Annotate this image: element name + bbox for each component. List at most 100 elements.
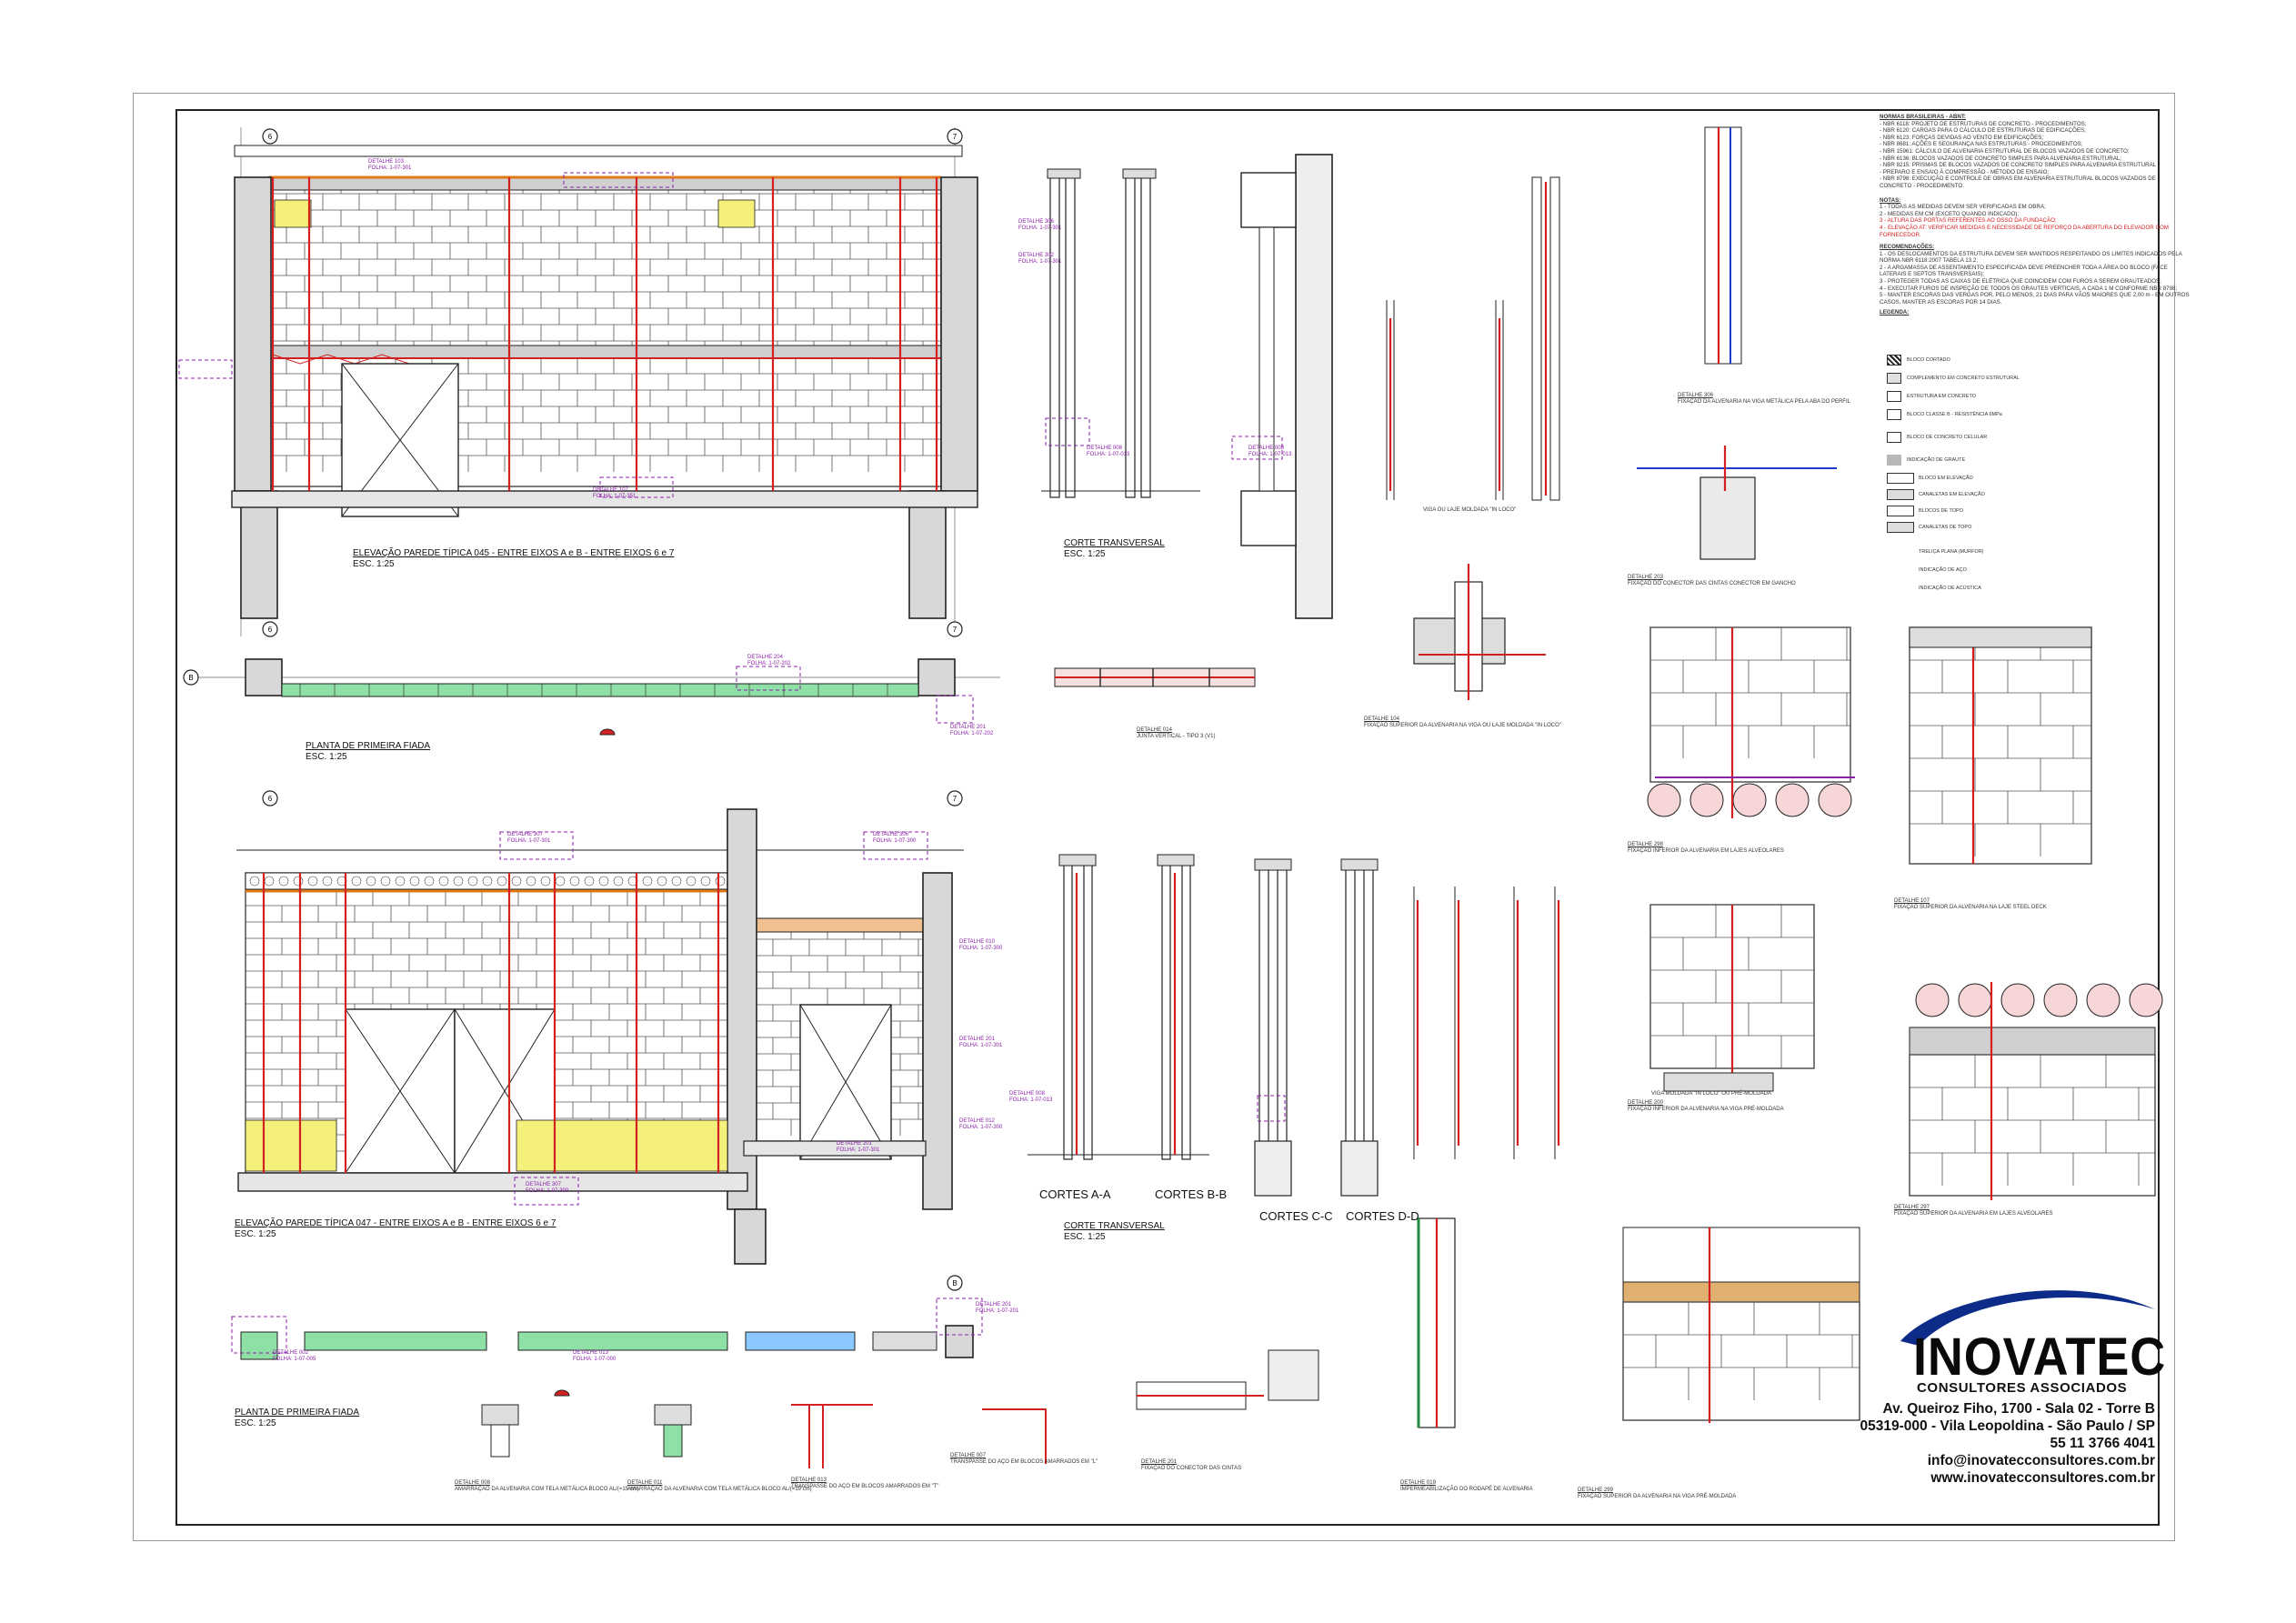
- legend-swatch: [1887, 409, 1901, 420]
- bond-beam-cell: [700, 876, 711, 887]
- corte-wall: [1345, 867, 1356, 1183]
- legend-swatch: [1887, 455, 1901, 466]
- det-008-block: [481, 1404, 519, 1426]
- bond-beam-cell: [380, 876, 391, 887]
- plan2-column: [945, 1325, 974, 1358]
- bond-beam-cell: [671, 876, 682, 887]
- corte-cap: [1340, 858, 1379, 871]
- bond-beam-cell: [264, 876, 275, 887]
- viga-label: VIGA OU LAJE MOLDADA "IN LOCO": [1423, 507, 1517, 513]
- norma-line: - NBR 8681: AÇÕES E SEGURANÇA NAS ESTRUT…: [1880, 141, 2083, 148]
- recom-line: 4 - EXECUTAR FUROS DE INSPEÇÃO DE TODOS …: [1880, 285, 2178, 292]
- recom-line: LATERAIS E SEPTOS TRANSVERSAIS);: [1880, 271, 1985, 278]
- axis-bubble: [947, 621, 963, 637]
- alveolar-core: [2129, 983, 2163, 1017]
- det-008-block: [490, 1424, 510, 1458]
- alveolar-core: [1732, 783, 1767, 817]
- legend-label: CANALETAS EM ELEVAÇÃO: [1919, 492, 1985, 497]
- company-website[interactable]: www.inovatecconsultores.com.br: [1930, 1470, 2155, 1486]
- corte-pier: [1340, 1140, 1379, 1197]
- norma-line: - NBR 6120: CARGAS PARA O CÁLCULO DE EST…: [1880, 127, 2086, 135]
- legend-swatch: [1887, 355, 1901, 366]
- norma-line: - NBR 8215: PRISMAS DE BLOCOS VAZADOS DE…: [1880, 162, 2157, 169]
- axis-label: 7: [953, 626, 958, 634]
- dim-box: [563, 172, 674, 188]
- legend-swatch: [1887, 473, 1914, 484]
- axis-bubble: [947, 1275, 963, 1291]
- bond-beam-cell: [453, 876, 464, 887]
- detail-107-deck: [1909, 626, 2092, 648]
- normas-title: NORMAS BRASILEIRAS - ABNT:: [1880, 114, 1966, 120]
- cortes-a-a-label: CORTES A-A: [1039, 1187, 1111, 1201]
- sill-047: [743, 1140, 927, 1157]
- bond-beam-cell: [613, 876, 624, 887]
- detail-298-wall-outline: [1649, 626, 1851, 783]
- bond-beam-cell: [511, 876, 522, 887]
- top-bond-beam: [267, 176, 942, 191]
- detail-299-wall-outline: [1622, 1301, 1860, 1421]
- bond-beam-cell: [366, 876, 376, 887]
- detail-297-slab: [1909, 1027, 2156, 1056]
- nota-line: 4 - ELEVAÇÃO AT: VERIFICAR MEDIDAS E NEC…: [1880, 224, 2169, 231]
- legend-label: INDICAÇÃO DE ACÚSTICA: [1919, 586, 1981, 591]
- cortes-d-d-label: CORTES D-D: [1346, 1209, 1419, 1223]
- detail-299-pad: [1622, 1281, 1860, 1303]
- nota-line: 2 - MEDIDAS EM CM (EXCETO QUANDO INDICAD…: [1880, 210, 2020, 217]
- legend-label: INDICAÇÃO DE GRAUTE: [1907, 457, 1966, 463]
- grout-fill: [245, 1119, 337, 1172]
- norma-line: - NBR 6118: PROJETO DE ESTRUTURAS DE CON…: [1880, 120, 2087, 127]
- plan-block-course: [281, 683, 919, 697]
- sheet-border: [133, 93, 2175, 1541]
- grout-fill: [274, 199, 312, 228]
- door-opening-047b-diag: [454, 1008, 556, 1174]
- bond-beam-cell: [351, 876, 362, 887]
- axis-bubble: [947, 128, 963, 145]
- bond-beam-cell: [540, 876, 551, 887]
- bond-beam-cell: [322, 876, 333, 887]
- bond-beam-cell: [293, 876, 304, 887]
- plan2-course: [872, 1331, 937, 1351]
- norma-line: - NBR 6123: FORÇAS DEVIDAS AO VENTO EM E…: [1880, 134, 2044, 141]
- company-email[interactable]: info@inovatecconsultores.com.br: [1927, 1453, 2155, 1468]
- recom-line: 3 - PROTEGER TODAS AS CAIXAS DE ELÉTRICA…: [1880, 278, 2161, 286]
- tall-column-section: [1295, 154, 1333, 619]
- det-013-rebar: [791, 1404, 873, 1468]
- bond-beam-cell: [686, 876, 697, 887]
- company-phone: 55 11 3766 4041: [2050, 1436, 2155, 1451]
- norma-line: - NBR 15961: CÁLCULO DE ALVENARIA ESTRUT…: [1880, 147, 2130, 155]
- axis-label: 6: [268, 795, 273, 803]
- recom-line: 1 - OS DESLOCAMENTOS DA ESTRUTURA DEVEM …: [1880, 250, 2182, 257]
- detail-wall: [1531, 176, 1542, 501]
- det-201-pier: [1268, 1349, 1319, 1401]
- bond-beam-cell: [526, 876, 536, 887]
- recom-line: 5 - MANTER ESCORAS DAS VERGAS POR, PELO …: [1880, 292, 2190, 299]
- dim-box: [1231, 436, 1283, 460]
- cortes-c-c-label: CORTES C-C: [1259, 1209, 1333, 1223]
- axis-bubble: [262, 790, 278, 806]
- norma-line: - NBR 6136: BLOCOS VAZADOS DE CONCRETO S…: [1880, 155, 2122, 162]
- plan2-block: [240, 1331, 278, 1360]
- nota-line: FORNECEDOR.: [1880, 231, 1921, 238]
- plan2-course: [304, 1331, 487, 1351]
- detail-wall: [1549, 176, 1560, 501]
- alveolar-core: [1775, 783, 1810, 817]
- dim-box: [1045, 417, 1090, 446]
- alveolar-core: [2000, 983, 2035, 1017]
- legend-label: BLOCO EM ELEVAÇÃO: [1919, 476, 1973, 481]
- column-047-right: [922, 872, 953, 1210]
